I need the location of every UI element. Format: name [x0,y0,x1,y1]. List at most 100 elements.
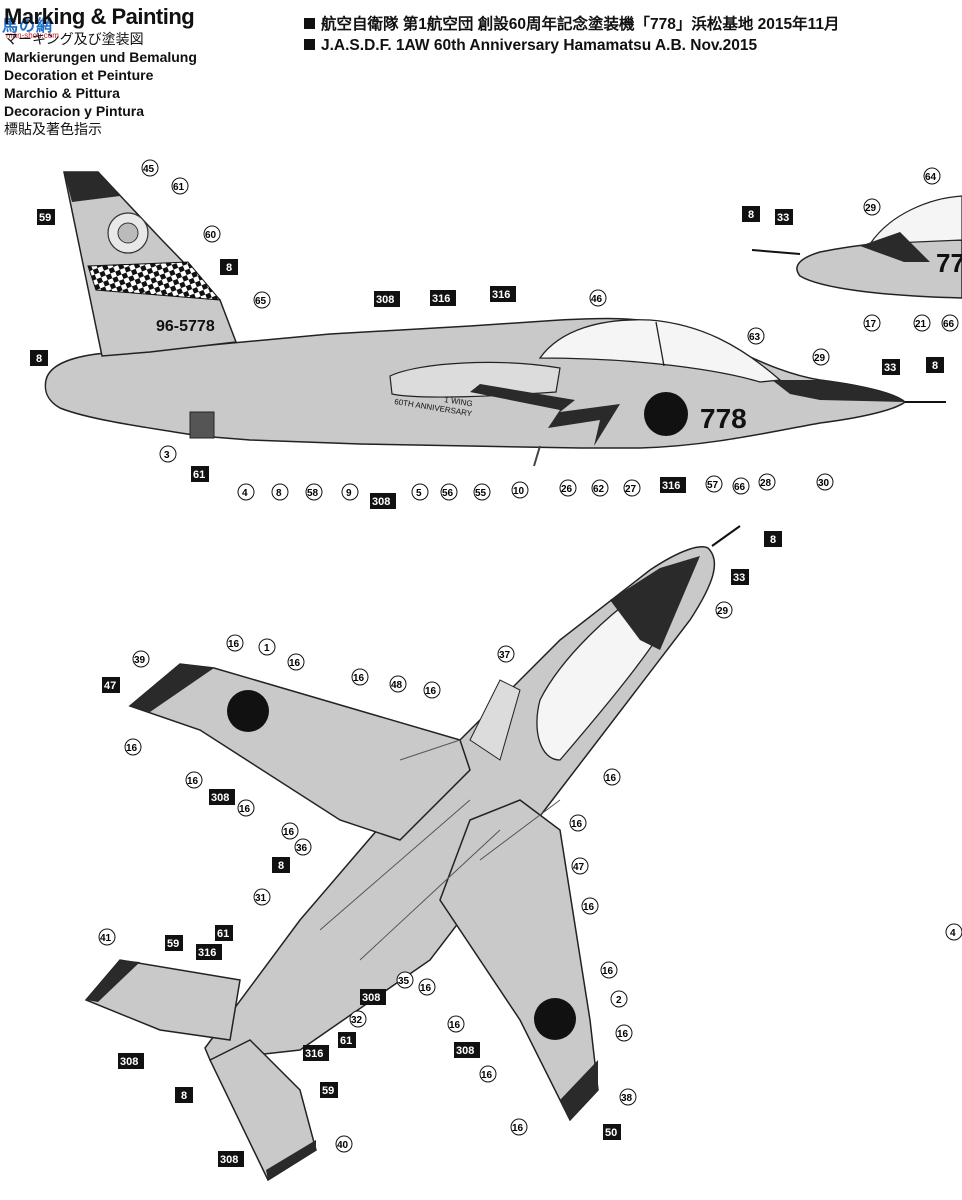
callout-marker [511,481,529,499]
svg-text:308: 308 [362,992,380,1004]
callout-marker [132,650,150,668]
svg-text:47: 47 [104,680,116,692]
callout-marker [98,928,116,946]
svg-text:8: 8 [181,1090,187,1102]
callout-marker [863,314,881,332]
callout-marker [615,1024,633,1042]
callout-marker [423,681,441,699]
paint-box [118,1053,144,1069]
svg-text:316: 316 [492,289,510,301]
side-text-wing: 1 WING [444,395,474,408]
callout-marker [945,923,962,941]
svg-text:316: 316 [198,947,216,959]
svg-text:10: 10 [513,486,525,497]
paint-box [660,477,686,493]
svg-text:9: 9 [346,488,352,499]
svg-text:4: 4 [950,928,956,939]
svg-text:16: 16 [605,773,617,784]
side-tail-checkerboard [87,261,222,301]
svg-text:16: 16 [602,966,614,977]
svg-text:66: 66 [943,319,955,330]
svg-text:28: 28 [760,478,772,489]
svg-text:21: 21 [915,319,927,330]
language-label-it: Marchio & Pittura [4,85,120,101]
svg-text:308: 308 [456,1045,474,1057]
svg-text:31: 31 [255,893,267,904]
callout-marker [253,888,271,906]
svg-text:37: 37 [499,650,511,661]
svg-text:38: 38 [621,1093,633,1104]
callout-marker [418,978,436,996]
svg-text:61: 61 [173,182,185,193]
svg-text:32: 32 [351,1015,363,1026]
callout-marker [185,771,203,789]
svg-text:308: 308 [376,294,394,306]
callout-marker [226,634,244,652]
callout-marker [705,475,723,493]
callout-markers: 45 61 60 65 46 63 29 3 4 8 58 9 5 56 55 … [98,159,962,1153]
svg-text:4: 4 [242,488,248,499]
paint-box [220,259,238,275]
paint-box [30,350,48,366]
partial-canopy [868,195,962,245]
side-ventral-fin [189,411,215,439]
planform-pitot [711,525,741,547]
paint-box [370,493,396,509]
paint-box [338,1032,356,1048]
svg-text:8: 8 [770,534,776,546]
svg-text:61: 61 [193,469,205,481]
side-tail-tip [64,172,120,202]
callout-marker [610,990,628,1008]
callout-marker [159,445,177,463]
paint-box [454,1042,480,1058]
svg-text:16: 16 [187,776,199,787]
side-nose-number: 778 [700,403,747,434]
svg-text:16: 16 [617,1029,629,1040]
svg-text:61: 61 [340,1035,352,1047]
left-wing-tip [130,664,214,712]
svg-text:46: 46 [591,294,603,305]
paint-box [603,1124,621,1140]
svg-text:16: 16 [449,1020,461,1031]
right-stab-tip [266,1140,316,1180]
language-label-fr: Decoration et Peinture [4,67,154,83]
callout-marker [389,675,407,693]
paint-code-boxes: 59 8 308 316 316 8 33 8 8 33 61 308 316 … [30,206,944,1167]
planform-right-stabilizer [209,1039,317,1182]
side-tail-serial: 96-5778 [156,318,215,335]
svg-text:16: 16 [228,639,240,650]
svg-text:48: 48 [391,680,403,691]
svg-text:29: 29 [865,203,877,214]
side-intake [389,361,561,398]
side-emblem-inner [117,222,139,244]
svg-text:1: 1 [264,643,270,654]
paint-box [764,531,782,547]
callout-marker [510,1118,528,1136]
svg-text:308: 308 [372,496,390,508]
planform-nose-dark [610,556,700,650]
svg-text:45: 45 [143,164,155,175]
callout-marker [569,814,587,832]
callout-marker [623,479,641,497]
svg-text:17: 17 [865,319,877,330]
svg-text:57: 57 [707,480,719,491]
svg-text:29: 29 [717,606,729,617]
paint-box [191,466,209,482]
svg-text:41: 41 [100,933,112,944]
subject-jp-line: 航空自衛隊 第1航空団 創設60周年記念塗装機「778」浜松基地 2015年11… [304,14,960,35]
callout-marker [589,289,607,307]
svg-text:59: 59 [322,1085,334,1097]
callout-marker [351,668,369,686]
svg-text:8: 8 [226,262,232,274]
callout-marker [715,601,733,619]
callout-marker [253,291,271,309]
paint-box [731,569,749,585]
svg-text:61: 61 [217,928,229,940]
svg-text:16: 16 [126,743,138,754]
callout-marker [581,897,599,915]
side-main-gear [533,445,541,467]
svg-text:56: 56 [442,488,454,499]
paint-box [775,209,793,225]
callout-marker [341,483,359,501]
paint-box [303,1045,329,1061]
